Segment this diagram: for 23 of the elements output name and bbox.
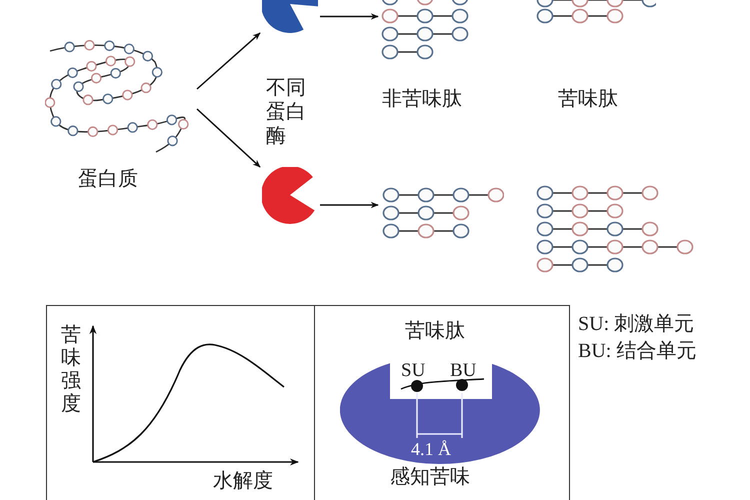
unit-label: BU bbox=[450, 359, 476, 382]
node-label: 蛋白质 bbox=[78, 168, 138, 191]
node-label: 感知苦味 bbox=[390, 466, 470, 489]
annotation: 不同蛋白酶 bbox=[266, 76, 307, 148]
node-label: 苦味肽 bbox=[558, 88, 618, 111]
dimension-label: 4.1 Å bbox=[411, 438, 451, 461]
arrow bbox=[196, 32, 261, 90]
receptor-panel bbox=[315, 305, 570, 500]
arrow bbox=[196, 108, 261, 168]
axis-label: 水解度 bbox=[213, 470, 273, 493]
legend-text: SU: 刺激单元 bbox=[578, 313, 694, 336]
unit-label: SU bbox=[401, 359, 426, 382]
legend-text: BU: 结合单元 bbox=[578, 340, 696, 363]
node-label: 苦味肽 bbox=[405, 320, 465, 343]
peptide-chains-drawing bbox=[536, 184, 694, 274]
chart-panel bbox=[46, 305, 315, 500]
peptide-chains-drawing bbox=[380, 186, 504, 240]
arrow bbox=[320, 13, 379, 20]
arrow bbox=[320, 202, 379, 208]
enzyme-shape bbox=[262, 0, 318, 33]
peptide-chains-drawing bbox=[536, 0, 656, 26]
axis-label: 苦味强度 bbox=[61, 324, 82, 416]
node-label: 非苦味肽 bbox=[382, 88, 462, 111]
